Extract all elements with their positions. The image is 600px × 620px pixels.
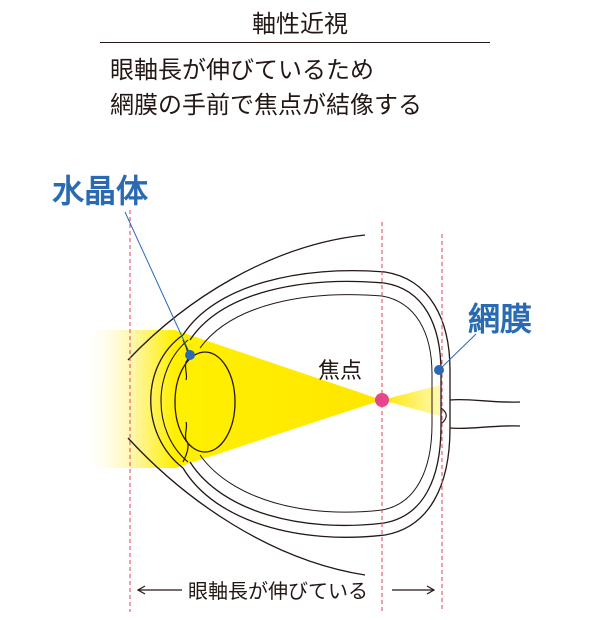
optic-disc xyxy=(440,407,447,425)
axial-arrow-right-head xyxy=(426,585,436,595)
description-line-1: 眼軸長が伸びているため xyxy=(110,56,374,84)
lens-marker xyxy=(185,350,195,360)
crystalline-lens xyxy=(174,351,236,453)
lens-leader-line xyxy=(124,211,191,355)
optic-nerve-lower xyxy=(449,425,521,430)
sclera-inner xyxy=(189,280,442,527)
axial-length-label: 眼軸長が伸びている xyxy=(188,579,368,603)
optic-nerve-upper xyxy=(449,398,521,403)
axial-arrow-left-head xyxy=(136,585,146,595)
diagram-title: 軸性近視 xyxy=(252,10,348,38)
cornea-outer xyxy=(150,334,184,469)
diverging-light-beam xyxy=(382,385,440,416)
title-underline xyxy=(100,42,490,43)
lens-label: 水晶体 xyxy=(52,172,148,210)
incoming-light-beam xyxy=(80,330,175,468)
focal-point-marker xyxy=(375,393,389,407)
lower-eyelid xyxy=(127,437,366,576)
retina-label: 網膜 xyxy=(468,300,532,338)
converging-light-beam xyxy=(175,330,382,468)
retina-marker xyxy=(434,365,444,375)
choroid-line xyxy=(199,294,433,513)
cornea-inner xyxy=(160,339,189,463)
retina-leader-line xyxy=(438,333,477,371)
focal-point-label: 焦点 xyxy=(318,359,362,384)
description-line-2: 網膜の手前で焦点が結像する xyxy=(110,91,422,119)
upper-eyelid xyxy=(127,234,366,361)
iris-upper xyxy=(182,339,189,381)
